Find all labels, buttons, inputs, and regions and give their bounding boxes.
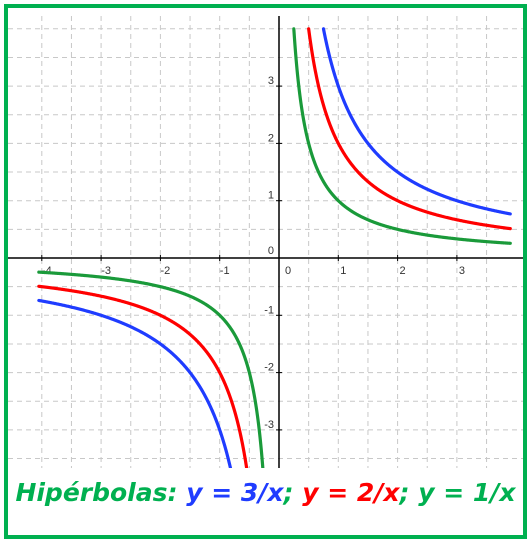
caption-eq-3x: y = 3/x — [186, 478, 284, 507]
caption-eq-1x: y = 1/x — [418, 478, 516, 507]
x-tick-label: 1 — [340, 265, 346, 277]
y-tick-label: 3 — [268, 75, 274, 87]
curve-1-over-x-positive-branch — [292, 27, 512, 245]
y-tick-label: -2 — [264, 362, 274, 374]
curve-2-over-x-negative-branch — [37, 284, 249, 468]
curve-3-over-x-positive-branch — [321, 27, 512, 216]
y-tick-label: -1 — [264, 304, 274, 316]
hyperbola-plot: -4 -3 -2 -1 0 1 2 3 -3 -2 -1 0 1 2 3 — [8, 16, 523, 468]
curve-2-over-x-positive-branch — [307, 27, 512, 231]
caption-sep-2: ; — [399, 478, 419, 507]
y-tick-label: -3 — [264, 419, 274, 431]
curve-3-over-x-negative-branch — [37, 298, 233, 468]
y-tick-label: 0 — [268, 245, 274, 257]
chart-frame: -4 -3 -2 -1 0 1 2 3 -3 -2 -1 0 1 2 3 Hipérbolas: y = 3… — [4, 4, 527, 539]
chart-caption: Hipérbolas: y = 3/x; y = 2/x; y = 1/x — [8, 478, 523, 507]
x-tick-label: 2 — [400, 265, 406, 277]
x-tick-label: -2 — [161, 265, 171, 277]
curve-1-over-x-negative-branch — [37, 270, 265, 468]
x-tick-label: -4 — [42, 265, 52, 277]
y-tick-label: 1 — [268, 190, 274, 202]
x-tick-label: 0 — [285, 265, 291, 277]
caption-eq-2x: y = 2/x — [302, 478, 400, 507]
x-tick-label: -1 — [220, 265, 230, 277]
caption-sep-1: ; — [283, 478, 303, 507]
x-tick-label: -3 — [101, 265, 111, 277]
x-tick-label: 3 — [459, 265, 465, 277]
caption-prefix: Hipérbolas: — [15, 478, 187, 507]
y-tick-label: 2 — [268, 132, 274, 144]
